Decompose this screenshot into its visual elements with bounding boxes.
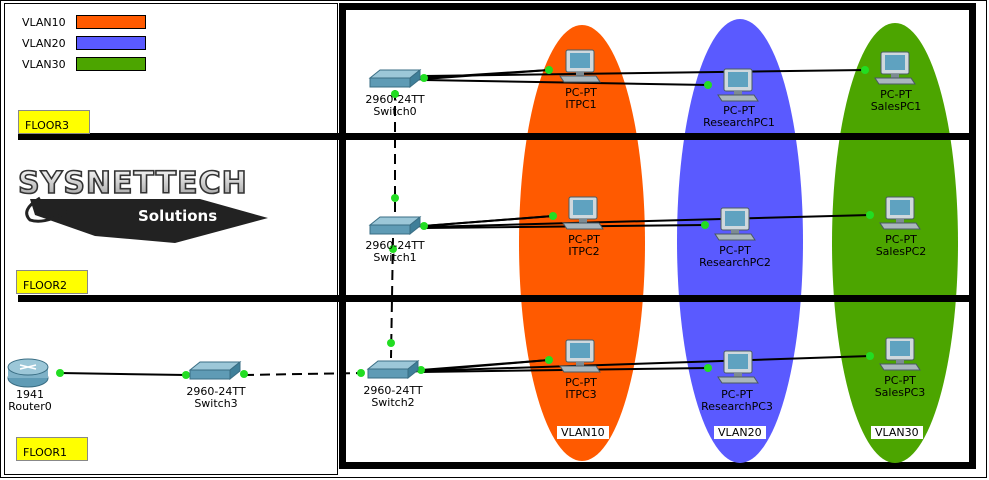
building-left-wall [339,3,346,469]
vlan30-tag: VLAN30 [871,426,923,439]
itpc3-label: PC-PT ITPC3 [536,377,626,401]
vlan20-zone [677,19,803,463]
pc-salespc1-icon[interactable] [874,51,916,85]
itpc3-type: PC-PT [565,376,597,389]
router0-label: 1941 Router0 [0,389,75,413]
building-roof [339,3,976,10]
pc-salespc3-icon[interactable] [879,337,921,371]
legend-vlan20-label: VLAN20 [22,37,66,50]
pc-salespc2-icon[interactable] [879,196,921,230]
salespc3-name: SalesPC3 [874,386,926,399]
researchpc1-label: PC-PT ResearchPC1 [694,105,784,129]
salespc2-type: PC-PT [885,233,917,246]
salespc1-type: PC-PT [880,88,912,101]
pc-researchpc3-icon[interactable] [717,350,759,384]
router0-icon[interactable] [7,358,49,388]
itpc2-label: PC-PT ITPC2 [539,234,629,258]
salespc3-type: PC-PT [884,374,916,387]
switch0-label: 2960-24TT Switch0 [350,94,440,118]
switch1-model: 2960-24TT [365,239,425,252]
researchpc3-name: ResearchPC3 [701,400,773,413]
salespc2-name: SalesPC2 [875,245,927,258]
building-right-wall [969,3,976,469]
vlan20-tag: VLAN20 [714,426,766,439]
logo-swirl [25,196,71,223]
switch3-icon[interactable] [189,361,241,380]
switch3-model: 2960-24TT [186,385,246,398]
router0-name: Router0 [8,400,52,413]
switch3-label: 2960-24TT Switch3 [171,386,261,410]
salespc3-label: PC-PT SalesPC3 [855,375,945,399]
itpc2-name: ITPC2 [568,245,600,258]
switch2-name: Switch2 [371,396,415,409]
switch1-icon[interactable] [369,216,421,235]
pc-itpc3-icon[interactable] [559,339,601,373]
itpc1-label: PC-PT ITPC1 [536,87,626,111]
pc-itpc2-icon[interactable] [562,196,604,230]
salespc1-label: PC-PT SalesPC1 [851,89,941,113]
switch0-model: 2960-24TT [365,93,425,106]
router0-model: 1941 [16,388,44,401]
switch0-name: Switch0 [373,105,417,118]
floor2-tag: FLOOR2 [16,270,88,294]
legend-vlan30-swatch [76,57,146,71]
logo-sub-text: Solutions [138,207,217,225]
legend-vlan30-label: VLAN30 [22,58,66,71]
researchpc2-name: ResearchPC2 [699,256,771,269]
researchpc2-type: PC-PT [719,244,751,257]
researchpc3-label: PC-PT ResearchPC3 [692,389,782,413]
itpc3-name: ITPC3 [565,388,597,401]
salespc2-label: PC-PT SalesPC2 [856,234,946,258]
logo-main-text: SYSNETTECH [18,166,248,201]
logo-arrow [30,199,268,243]
itpc2-type: PC-PT [568,233,600,246]
vlan10-tag: VLAN10 [557,426,609,439]
pc-itpc1-icon[interactable] [559,49,601,83]
itpc1-type: PC-PT [565,86,597,99]
floor3-tag: FLOOR3 [18,110,90,134]
pc-researchpc1-icon[interactable] [717,68,759,102]
legend-vlan10-swatch [76,15,146,29]
legend-vlan10-label: VLAN10 [22,16,66,29]
switch2-label: 2960-24TT Switch2 [348,385,438,409]
building-ground [339,462,976,469]
itpc1-name: ITPC1 [565,98,597,111]
left-panel [4,3,338,475]
switch2-model: 2960-24TT [363,384,423,397]
floor2-divider [18,295,972,302]
switch1-name: Switch1 [373,251,417,264]
floor3-divider [18,133,972,140]
legend-vlan20-swatch [76,36,146,50]
switch3-name: Switch3 [194,397,238,410]
pc-researchpc2-icon[interactable] [714,207,756,241]
researchpc3-type: PC-PT [721,388,753,401]
researchpc1-type: PC-PT [723,104,755,117]
researchpc2-label: PC-PT ResearchPC2 [690,245,780,269]
salespc1-name: SalesPC1 [870,100,922,113]
switch1-label: 2960-24TT Switch1 [350,240,440,264]
researchpc1-name: ResearchPC1 [703,116,775,129]
switch2-icon[interactable] [367,360,419,379]
floor1-tag: FLOOR1 [16,437,88,461]
switch0-icon[interactable] [369,69,421,88]
